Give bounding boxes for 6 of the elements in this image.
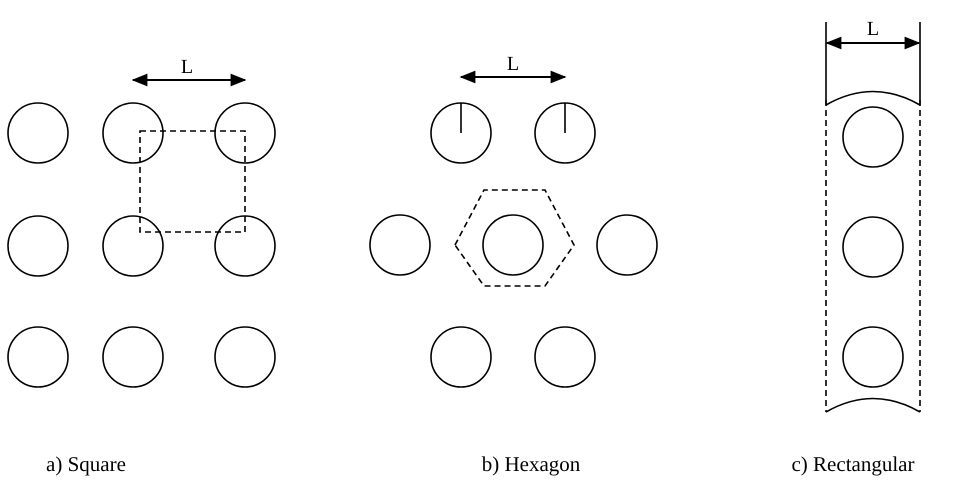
panel-caption: b) Hexagon [482,452,580,477]
dimension-label: L [866,18,880,41]
dimension-label: L [180,56,194,79]
panel-caption: c) Rectangular [791,452,915,477]
dimension-label: L [506,53,520,76]
panel-caption: a) Square [46,452,126,477]
